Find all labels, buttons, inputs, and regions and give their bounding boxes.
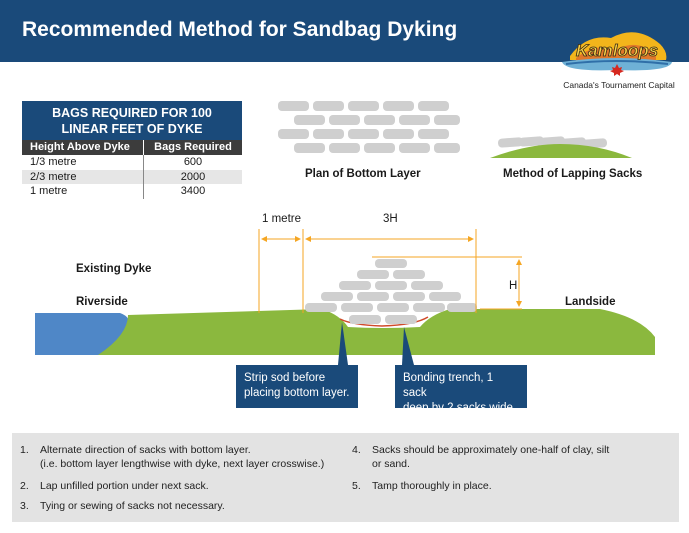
table-row: 1 metre 3400 [22, 184, 242, 199]
existing-dyke-ground [98, 309, 655, 355]
callout-line: Bonding trench, 1 sack [403, 372, 494, 399]
river-water [35, 313, 130, 355]
dimension-h: H [509, 280, 518, 292]
note-number: 2. [20, 480, 29, 492]
column-header-height: Height Above Dyke [22, 140, 144, 155]
existing-dyke-label: Existing Dyke [76, 263, 152, 275]
callout-line: deep by 2 sacks wide. [403, 402, 517, 414]
note-text: Alternate direction of sacks with bottom… [40, 444, 251, 456]
kamloops-logo: Kamloops [562, 32, 672, 76]
lapping-label: Method of Lapping Sacks [503, 168, 643, 180]
table-title-line2: LINEAR FEET OF DYKE [61, 122, 203, 136]
height-cell: 1 metre [22, 184, 144, 199]
note-text: Tying or sewing of sacks not necessary. [40, 500, 225, 512]
callout-line: Strip sod before [244, 372, 326, 384]
table-header-row: Height Above Dyke Bags Required [22, 140, 242, 155]
note-number: 5. [352, 480, 361, 492]
table-row: 1/3 metre 600 [22, 155, 242, 170]
bags-required-table: BAGS REQUIRED FOR 100 LINEAR FEET OF DYK… [22, 101, 242, 199]
note-text: (i.e. bottom layer lengthwise with dyke,… [40, 458, 325, 470]
sandbag-stack [305, 259, 477, 324]
strip-sod-callout: Strip sod before placing bottom layer. [236, 365, 358, 408]
bonding-trench-line [339, 316, 429, 327]
header-bar: Recommended Method for Sandbag Dyking [0, 0, 689, 62]
logo-tagline: Canada's Tournament Capital [563, 80, 675, 90]
landside-label: Landside [565, 296, 616, 308]
table-row: 2/3 metre 2000 [22, 169, 242, 184]
bonding-trench-callout: Bonding trench, 1 sack deep by 2 sacks w… [395, 365, 527, 414]
note-text: Lap unfilled portion under next sack. [40, 480, 209, 492]
plan-label: Plan of Bottom Layer [305, 168, 421, 180]
note-number: 1. [20, 444, 29, 456]
notes-panel: 1. Alternate direction of sacks with bot… [12, 433, 679, 522]
note-text: Sacks should be approximately one-half o… [372, 444, 610, 456]
note-text: or sand. [372, 458, 410, 470]
bags-cell: 3400 [180, 185, 206, 197]
height-cell: 1/3 metre [22, 155, 144, 170]
riverside-label: Riverside [76, 296, 128, 308]
column-header-bags: Bags Required [154, 141, 232, 153]
svg-text:Kamloops: Kamloops [576, 41, 658, 60]
trench-callout-pointer [402, 327, 414, 365]
page-title: Recommended Method for Sandbag Dyking [22, 18, 458, 41]
dyke-cross-section [35, 229, 655, 365]
note-number: 4. [352, 444, 361, 456]
callout-line: placing bottom layer. [244, 387, 350, 399]
bags-cell: 600 [183, 156, 203, 168]
table-title: BAGS REQUIRED FOR 100 LINEAR FEET OF DYK… [22, 101, 242, 140]
lapping-sacks-figure [490, 136, 632, 158]
plan-of-bottom-layer-figure [278, 101, 460, 153]
note-number: 3. [20, 500, 29, 512]
dimension-3h: 3H [383, 213, 398, 225]
note-text: Tamp thoroughly in place. [372, 480, 492, 492]
bags-cell: 2000 [180, 170, 206, 183]
dimension-1-metre: 1 metre [262, 213, 301, 225]
table-title-line1: BAGS REQUIRED FOR 100 [52, 106, 212, 120]
height-cell: 2/3 metre [22, 169, 144, 184]
sod-callout-pointer [338, 322, 348, 365]
